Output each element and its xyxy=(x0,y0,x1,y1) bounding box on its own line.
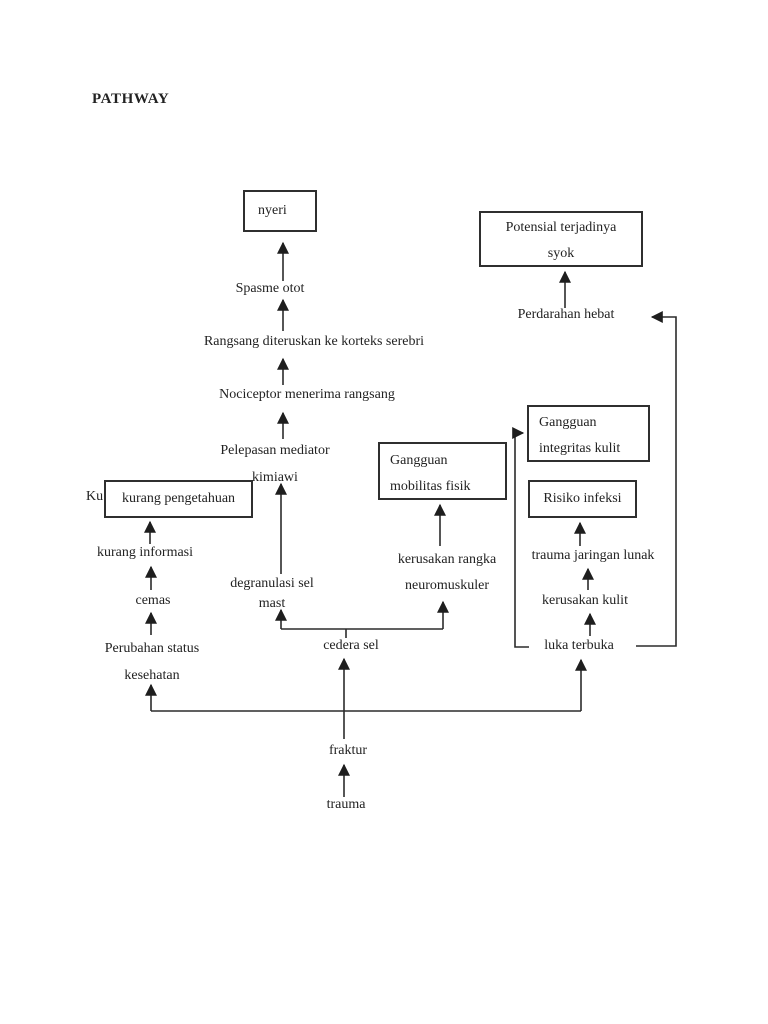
box-gangguan-mobilitas-line2: mobilitas fisik xyxy=(390,479,471,494)
box-risiko-infeksi: Risiko infeksi xyxy=(528,480,637,518)
label-kerusakan-rangka-line2: neuromuskuler xyxy=(405,578,489,593)
box-potensial-syok-line1: Potensial terjadinya xyxy=(505,220,617,235)
label-perubahan-status: Perubahan status kesehatan xyxy=(105,635,199,689)
label-degranulasi-sel-mast: degranulasi sel mast xyxy=(230,574,314,614)
label-trauma: trauma xyxy=(326,797,366,812)
label-cemas: cemas xyxy=(135,593,171,608)
label-perubahan-status-line1: Perubahan status xyxy=(104,641,200,656)
label-kurang-informasi: kurang informasi xyxy=(96,545,194,560)
box-gangguan-integritas-line2: integritas kulit xyxy=(539,441,621,456)
label-perdarahan-hebat: Perdarahan hebat xyxy=(517,307,615,322)
box-kurang-pengetahuan-label: kurang pengetahuan xyxy=(121,491,236,506)
label-pelepasan-mediator: Pelepasan mediator kimiawi xyxy=(220,437,329,491)
box-gangguan-integritas-line1: Gangguan xyxy=(539,415,597,430)
label-nociceptor: Nociceptor menerima rangsang xyxy=(219,387,395,402)
label-perubahan-status-line2: kesehatan xyxy=(124,668,180,683)
label-ku-fragment: Ku xyxy=(86,489,104,504)
label-degranulasi-line2: mast xyxy=(258,596,286,611)
box-kurang-pengetahuan: kurang pengetahuan xyxy=(104,480,253,518)
label-rangsang-korteks: Rangsang diteruskan ke korteks serebri xyxy=(203,334,425,349)
box-nyeri-label: nyeri xyxy=(258,203,287,218)
box-nyeri: nyeri xyxy=(243,190,317,232)
label-kerusakan-kulit: kerusakan kulit xyxy=(542,593,628,608)
label-trauma-jaringan-lunak: trauma jaringan lunak xyxy=(531,548,655,563)
label-luka-terbuka: luka terbuka xyxy=(544,638,614,653)
label-kerusakan-rangka: kerusakan rangka neuromuskuler xyxy=(398,547,496,599)
label-pelepasan-mediator-line2: kimiawi xyxy=(252,470,298,485)
box-gangguan-integritas: Gangguan integritas kulit xyxy=(527,405,650,462)
label-cedera-sel: cedera sel xyxy=(323,638,379,653)
label-degranulasi-line1: degranulasi sel xyxy=(230,576,314,591)
path-luka-to-perdarahan xyxy=(636,311,677,647)
box-gangguan-mobilitas: Gangguan mobilitas fisik xyxy=(378,442,507,500)
box-potensial-syok: Potensial terjadinya syok xyxy=(479,211,643,267)
path-luka-to-integritas xyxy=(512,427,529,648)
box-potensial-syok-line2: syok xyxy=(547,246,575,261)
box-gangguan-mobilitas-line1: Gangguan xyxy=(390,453,448,468)
label-pelepasan-mediator-line1: Pelepasan mediator xyxy=(220,443,330,458)
label-spasme-otot: Spasme otot xyxy=(235,281,305,296)
page-title: PATHWAY xyxy=(92,91,170,107)
label-fraktur: fraktur xyxy=(328,743,368,758)
box-risiko-infeksi-label: Risiko infeksi xyxy=(543,491,622,506)
label-kerusakan-rangka-line1: kerusakan rangka xyxy=(397,552,497,567)
